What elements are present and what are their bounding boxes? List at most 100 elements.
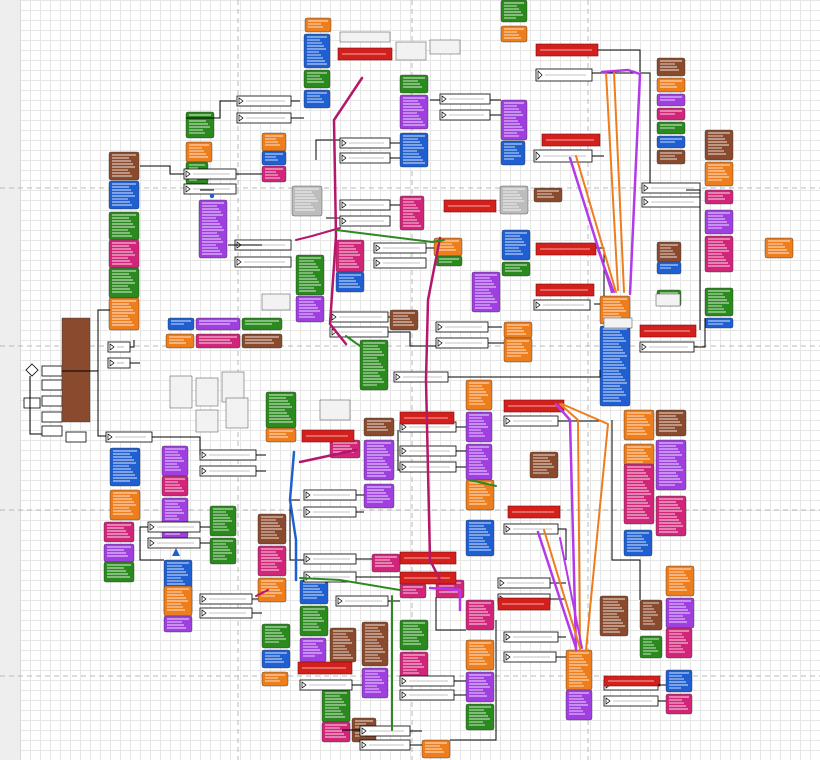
note-card[interactable] (623, 529, 653, 557)
note-card[interactable] (704, 317, 734, 329)
play-triangle-icon (437, 323, 443, 331)
note-card[interactable] (303, 33, 331, 69)
note-card[interactable] (185, 111, 215, 139)
sticky-note[interactable] (603, 317, 633, 329)
highlight-connector (536, 530, 578, 650)
note-card[interactable] (501, 261, 531, 277)
note-card[interactable] (195, 333, 241, 349)
note-card[interactable] (261, 165, 287, 183)
highlight-connector (469, 479, 497, 487)
highlight-connector (424, 236, 442, 582)
sticky-note[interactable] (169, 375, 193, 409)
play-triangle-icon (401, 691, 407, 699)
play-triangle-icon (185, 170, 191, 178)
note-card[interactable] (261, 671, 289, 687)
flow-step-box[interactable] (41, 379, 63, 391)
flow-step-box[interactable] (65, 431, 87, 443)
sticky-note[interactable] (395, 41, 427, 61)
diamond-icon[interactable] (25, 363, 39, 377)
sticky-note[interactable] (221, 371, 245, 403)
sticky-note[interactable] (225, 397, 249, 429)
sticky-note[interactable] (195, 377, 219, 407)
play-triangle-icon (201, 451, 207, 459)
connector-line (388, 331, 436, 347)
sticky-note[interactable] (261, 293, 291, 311)
note-card[interactable] (198, 199, 228, 259)
sticky-note[interactable] (195, 409, 219, 433)
note-card[interactable] (295, 295, 325, 323)
connector-line (186, 100, 236, 119)
play-triangle-icon (305, 555, 311, 563)
connector-line (97, 371, 106, 437)
flow-step-box[interactable] (23, 397, 41, 409)
note-card[interactable] (399, 651, 429, 679)
sticky-note[interactable] (429, 39, 461, 55)
play-triangle-icon (441, 95, 447, 103)
note-card[interactable] (109, 447, 141, 487)
highlight-connector (255, 589, 269, 597)
sticky-note[interactable] (655, 293, 681, 307)
play-triangle-icon (605, 697, 611, 705)
connector-line (397, 430, 400, 471)
note-card[interactable] (61, 317, 91, 423)
note-card[interactable] (656, 77, 686, 93)
play-triangle-icon (238, 114, 244, 122)
play-triangle-icon (305, 491, 311, 499)
note-card[interactable] (533, 187, 563, 203)
note-card[interactable] (359, 339, 389, 391)
note-card[interactable] (163, 615, 193, 633)
note-card[interactable] (209, 537, 237, 565)
play-triangle-icon (401, 423, 407, 431)
play-triangle-icon (401, 447, 407, 455)
connector-line (598, 49, 641, 72)
play-triangle-icon (499, 579, 505, 587)
note-card[interactable] (655, 439, 687, 491)
note-card[interactable] (399, 583, 427, 599)
note-card[interactable] (241, 333, 283, 349)
note-card[interactable] (655, 409, 687, 437)
flow-step-box[interactable] (41, 395, 63, 407)
note-card[interactable] (435, 255, 463, 267)
note-card[interactable] (665, 669, 693, 693)
note-card[interactable] (329, 627, 357, 663)
play-triangle-icon (505, 633, 511, 641)
highlight-connector (428, 586, 462, 612)
highlight-connector (559, 403, 581, 651)
arrow-head-icon (172, 548, 180, 556)
highlight-connector (328, 76, 364, 346)
play-triangle-icon (401, 463, 407, 471)
flow-step-box[interactable] (41, 411, 63, 423)
note-card[interactable] (503, 321, 533, 339)
play-triangle-icon (331, 313, 337, 321)
note-card[interactable] (261, 150, 287, 166)
note-card[interactable] (265, 427, 297, 443)
note-card[interactable] (399, 94, 429, 130)
sticky-note[interactable] (339, 31, 391, 43)
note-card[interactable] (500, 0, 528, 23)
play-triangle-icon (641, 343, 647, 351)
play-triangle-icon (185, 185, 191, 193)
note-card[interactable] (704, 189, 734, 205)
play-triangle-icon (361, 741, 367, 749)
flow-step-box[interactable] (41, 365, 63, 377)
note-card[interactable] (656, 149, 686, 165)
play-triangle-icon (109, 359, 115, 367)
play-triangle-icon (341, 201, 347, 209)
sticky-note[interactable] (319, 399, 351, 421)
note-card[interactable] (529, 451, 559, 479)
connector-line (62, 309, 110, 372)
flow-step-box[interactable] (41, 425, 63, 437)
note-card[interactable] (165, 333, 195, 349)
note-card[interactable] (500, 25, 528, 43)
play-triangle-icon (201, 595, 207, 603)
note-card[interactable] (361, 621, 389, 667)
note-card[interactable] (465, 703, 495, 731)
note-card[interactable] (304, 17, 332, 33)
connector-line (448, 370, 601, 378)
note-card[interactable] (639, 635, 663, 659)
highlight-connector (543, 529, 581, 649)
note-card[interactable] (399, 132, 429, 168)
note-card[interactable] (399, 195, 425, 231)
